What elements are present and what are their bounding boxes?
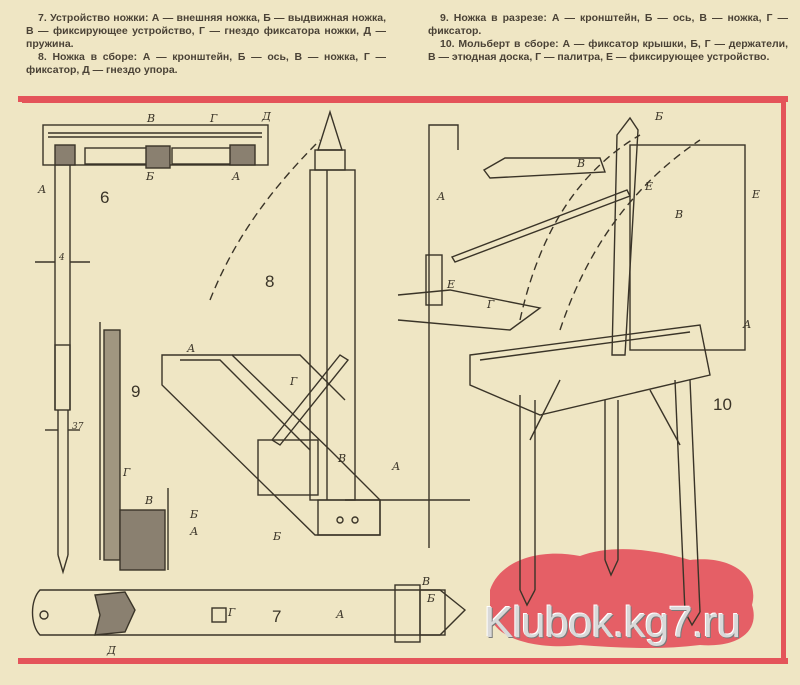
fig9-number: 9 xyxy=(131,382,141,401)
fig7-number: 7 xyxy=(272,607,282,626)
fig7-label-a: А xyxy=(336,608,345,621)
fig9-label-b: Б xyxy=(190,508,199,521)
red-paint-blot xyxy=(490,549,754,649)
fig9-label-a: А xyxy=(190,525,199,538)
fig8-number: 8 xyxy=(265,272,275,291)
fig6-label-g: Г xyxy=(210,112,218,125)
fig10-label-g: Г xyxy=(487,298,495,311)
fig8-label-g: Г xyxy=(290,375,298,388)
fig7-label-b: Б xyxy=(427,592,436,605)
fig6-number: 6 xyxy=(100,188,110,207)
fig7-label-d: Д xyxy=(107,644,116,657)
fig6-label-a2: А xyxy=(232,170,241,183)
red-frame-bottom xyxy=(18,658,788,664)
fig10-label-a2: А xyxy=(743,318,752,331)
fig9-drawing xyxy=(99,322,169,571)
caption-column-right: 9. Ножка в разрезе: А — кронштейн, Б — о… xyxy=(428,12,788,64)
fig6-drawing xyxy=(35,124,269,575)
fig10-label-e3: Е xyxy=(752,188,761,201)
fig10-label-b: Б xyxy=(655,110,664,123)
watermark: Klubok.kg7.ru xyxy=(484,598,741,647)
fig8-label-a2: А xyxy=(392,460,401,473)
caption-fig8: 8. Ножка в сборе: А — кронштейн, Б — ось… xyxy=(26,51,386,76)
caption-fig7: 7. Устройство ножки: А — внешняя ножка, … xyxy=(26,12,386,50)
fig10-label-v1: В xyxy=(577,157,586,170)
fig6-dimension-4: 4 xyxy=(59,253,65,263)
fig6-dimension-37: 37 xyxy=(72,422,84,432)
fig10-number: 10 xyxy=(713,395,732,414)
fig8-label-a1: А xyxy=(187,342,196,355)
fig6-label-d: Д xyxy=(262,110,271,123)
fig9-label-v: В xyxy=(145,494,154,507)
fig10-drawing xyxy=(450,116,746,627)
caption-fig9: 9. Ножка в разрезе: А — кронштейн, Б — о… xyxy=(428,12,788,37)
fig6-label-v: В xyxy=(147,112,156,125)
fig10-label-a1: А xyxy=(437,190,446,203)
fig8-label-b: Б xyxy=(273,530,282,543)
fig10-label-e2: Е xyxy=(645,180,654,193)
fig6-label-b: Б xyxy=(146,170,155,183)
caption-column-left: 7. Устройство ножки: А — внешняя ножка, … xyxy=(26,12,386,77)
fig9-label-g: Г xyxy=(123,466,131,479)
fig7-drawing xyxy=(31,584,467,643)
fig9-rod-drawing xyxy=(397,124,542,548)
fig8-label-v: В xyxy=(338,452,347,465)
fig7-label-g: Г xyxy=(228,606,236,619)
fig10-label-v2: В xyxy=(675,208,684,221)
fig10-label-e1: Е xyxy=(447,278,456,291)
fig8-drawing xyxy=(161,109,470,536)
caption-fig10: 10. Мольберт в сборе: А — фиксатор крышк… xyxy=(428,38,788,63)
fig6-label-a1: А xyxy=(38,183,47,196)
fig7-label-v: В xyxy=(422,575,431,588)
